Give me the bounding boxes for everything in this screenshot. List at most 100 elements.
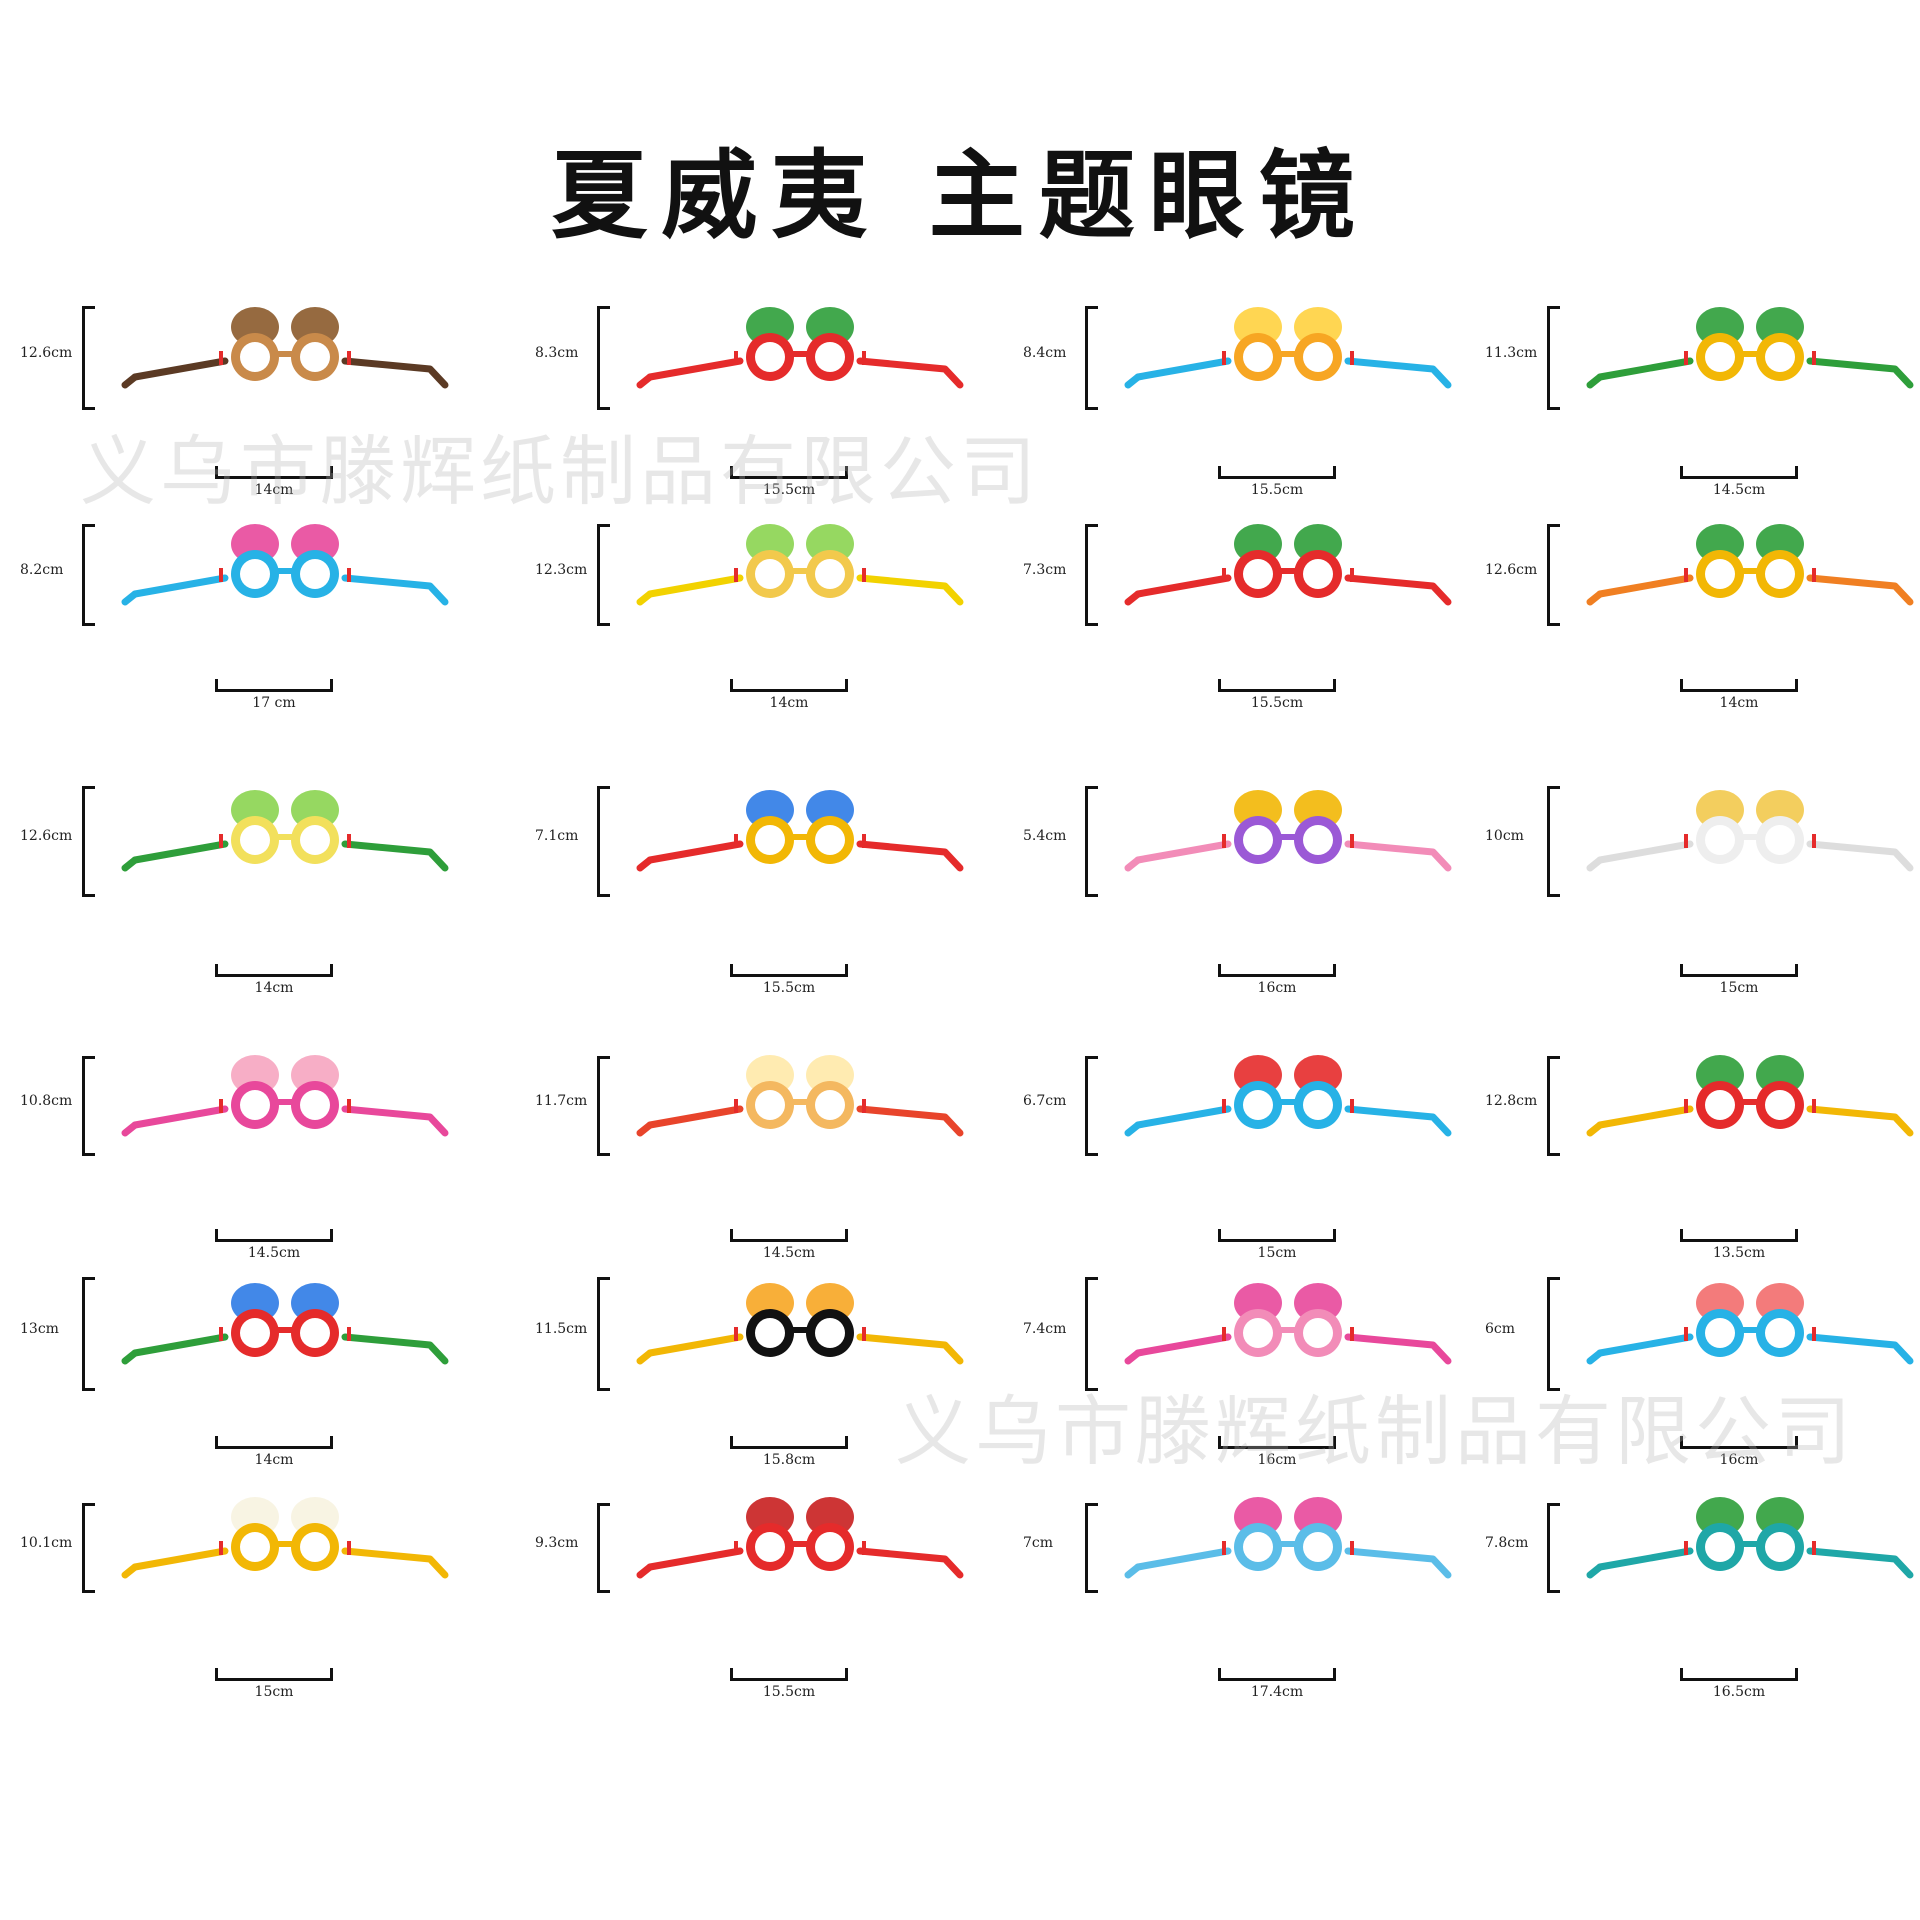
height-bracket (597, 785, 610, 897)
height-bracket (1547, 1056, 1560, 1156)
height-label: 9.3cm (535, 1535, 579, 1551)
width-bracket (1218, 679, 1336, 692)
height-label: 7.3cm (1023, 562, 1067, 578)
glasses-hummingbird-flower-icon (121, 524, 449, 606)
height-bracket (82, 1503, 95, 1593)
glasses-star-icon (1124, 307, 1452, 389)
height-label: 10.1cm (20, 1535, 73, 1551)
width-label: 16cm (1257, 980, 1297, 996)
height-label: 6cm (1485, 1321, 1516, 1337)
width-label: 15cm (1257, 1245, 1297, 1261)
glasses-pineapple-tall-icon (1586, 524, 1914, 606)
glasses-flamingo-icon (1124, 1283, 1452, 1365)
glasses-swim-ring-icon (1586, 1283, 1914, 1365)
glasses-cocktail-icon (121, 790, 449, 872)
width-label: 14.5cm (762, 1245, 816, 1261)
height-label: 12.3cm (535, 562, 588, 578)
width-label: 14cm (769, 695, 809, 711)
width-bracket (1680, 964, 1798, 977)
width-bracket (1218, 1229, 1336, 1242)
height-bracket (82, 1056, 95, 1156)
glasses-hibiscus-icon (1124, 1497, 1452, 1579)
width-bracket (1218, 964, 1336, 977)
glasses-popsicle-icon (636, 524, 964, 606)
width-bracket (730, 964, 848, 977)
glasses-palm-tree-icon (1586, 1497, 1914, 1579)
height-bracket (597, 306, 610, 410)
glasses-ukulele-icon (121, 307, 449, 389)
height-bracket (1085, 1056, 1098, 1156)
width-bracket (1680, 1668, 1798, 1681)
width-bracket (1680, 466, 1798, 479)
height-label: 7.8cm (1485, 1535, 1529, 1551)
width-label: 14cm (1719, 695, 1759, 711)
width-bracket (1680, 1229, 1798, 1242)
height-bracket (1547, 785, 1560, 897)
width-bracket (215, 466, 333, 479)
height-label: 12.6cm (1485, 562, 1538, 578)
width-label: 17 cm (252, 695, 296, 711)
height-bracket (597, 1056, 610, 1156)
height-bracket (82, 306, 95, 410)
width-label: 16cm (1257, 1452, 1297, 1468)
glasses-toucan-icon (636, 1283, 964, 1365)
height-bracket (1085, 785, 1098, 897)
height-label: 8.2cm (20, 562, 64, 578)
width-label: 14.5cm (247, 1245, 301, 1261)
height-bracket (1085, 1503, 1098, 1593)
width-bracket (215, 679, 333, 692)
height-label: 7cm (1023, 1535, 1054, 1551)
width-bracket (215, 1668, 333, 1681)
height-label: 11.3cm (1485, 345, 1538, 361)
width-label: 15.5cm (762, 1684, 816, 1700)
glasses-strawberry-icon (636, 307, 964, 389)
width-label: 16.5cm (1712, 1684, 1766, 1700)
width-bracket (730, 679, 848, 692)
height-label: 10cm (1485, 828, 1524, 844)
width-bracket (215, 964, 333, 977)
glasses-daisy-icon (1586, 790, 1914, 872)
height-label: 6.7cm (1023, 1093, 1067, 1109)
glasses-shell-icon (121, 1055, 449, 1137)
height-bracket (597, 1277, 610, 1391)
height-label: 7.1cm (535, 828, 579, 844)
height-label: 11.7cm (535, 1093, 588, 1109)
height-bracket (1547, 1503, 1560, 1593)
height-bracket (1085, 306, 1098, 410)
height-label: 5.4cm (1023, 828, 1067, 844)
glasses-party-icon (1124, 790, 1452, 872)
width-label: 15.5cm (1250, 695, 1304, 711)
glasses-watermelon-icon (1124, 524, 1452, 606)
glasses-pineapple-icon (1586, 307, 1914, 389)
width-label: 15.5cm (762, 980, 816, 996)
height-label: 7.4cm (1023, 1321, 1067, 1337)
glasses-crab-icon (636, 1497, 964, 1579)
height-bracket (1547, 524, 1560, 626)
width-label: 17.4cm (1250, 1684, 1304, 1700)
width-label: 14cm (254, 482, 294, 498)
height-label: 11.5cm (535, 1321, 588, 1337)
height-label: 13cm (20, 1321, 59, 1337)
width-label: 15.8cm (762, 1452, 816, 1468)
glasses-beer-icon (121, 1497, 449, 1579)
height-label: 12.6cm (20, 828, 73, 844)
width-label: 15.5cm (762, 482, 816, 498)
width-label: 14cm (254, 980, 294, 996)
height-bracket (1085, 1277, 1098, 1391)
page-title: 夏威夷 主题眼镜 (551, 139, 1369, 252)
height-bracket (1547, 306, 1560, 410)
height-bracket (597, 524, 610, 626)
width-bracket (1218, 1436, 1336, 1449)
height-bracket (82, 1277, 95, 1391)
width-label: 15cm (254, 1684, 294, 1700)
height-bracket (1547, 1277, 1560, 1391)
width-label: 14cm (254, 1452, 294, 1468)
width-bracket (730, 1229, 848, 1242)
width-bracket (730, 1668, 848, 1681)
glasses-rainbow-icon (1124, 1055, 1452, 1137)
height-bracket (82, 785, 95, 897)
glasses-cool-icon (636, 790, 964, 872)
width-bracket (1680, 679, 1798, 692)
height-bracket (1085, 524, 1098, 626)
width-bracket (1218, 1668, 1336, 1681)
